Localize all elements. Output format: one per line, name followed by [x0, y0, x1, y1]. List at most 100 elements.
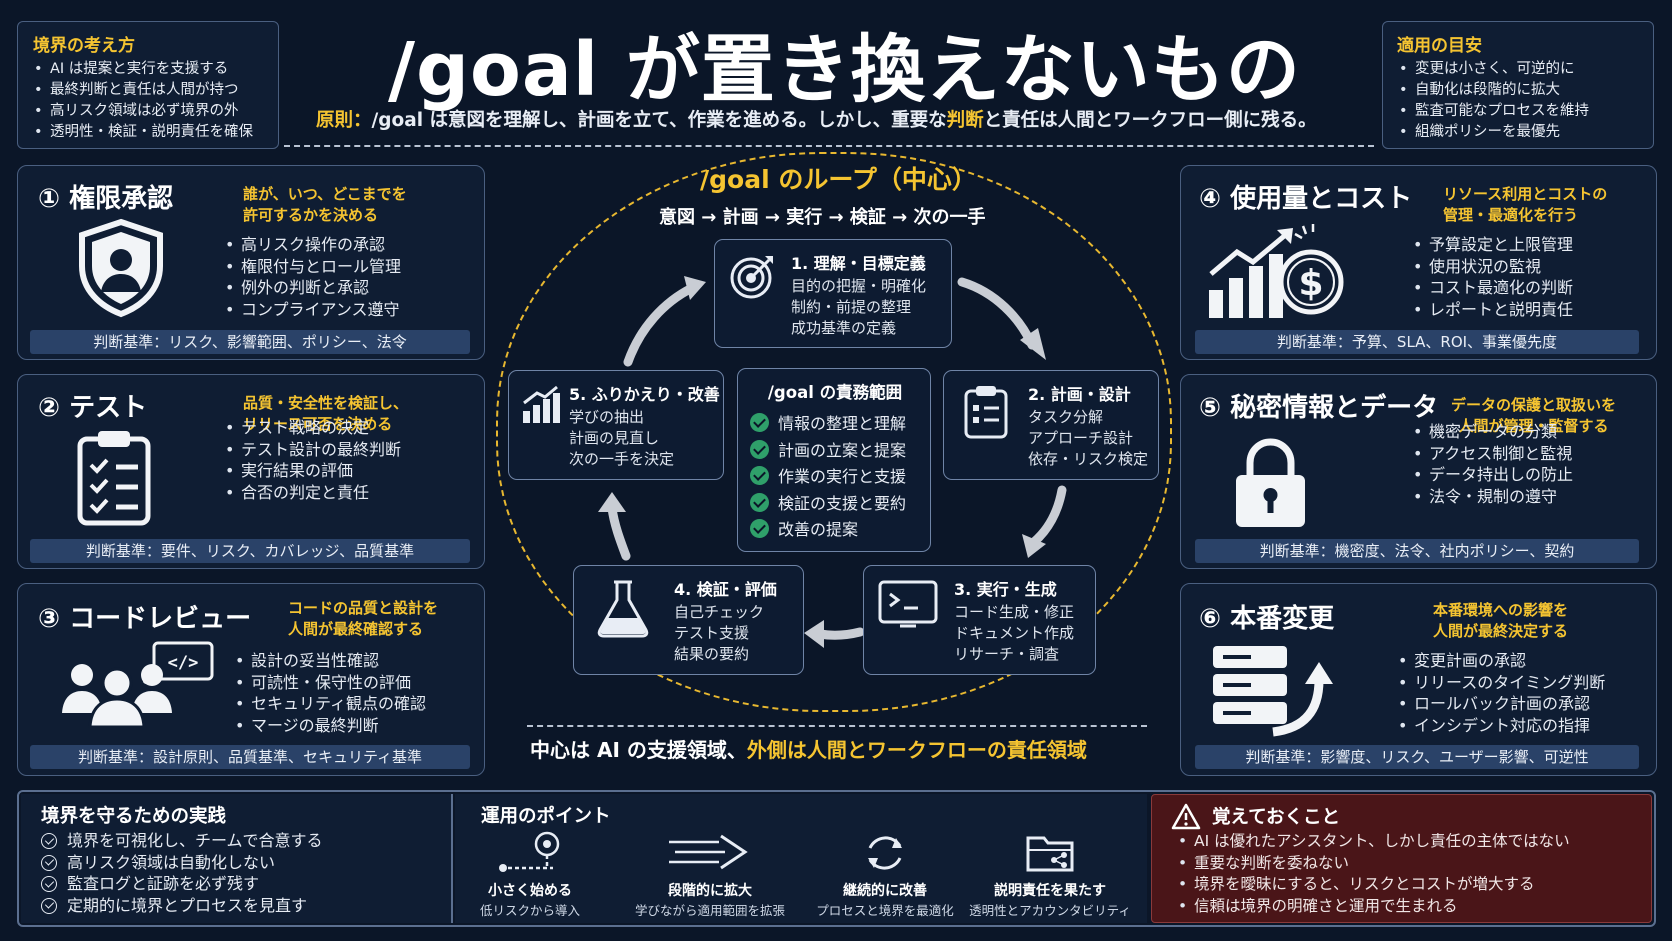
desc-line: 制約・前提の整理 — [791, 298, 912, 316]
target-icon — [729, 252, 777, 304]
point-title: 説明責任を果たす — [994, 883, 1106, 899]
card-number: ⑤ — [1199, 393, 1222, 423]
step-title: 4. 検証・評価 — [674, 580, 777, 599]
list-item: 使用状況の監視 — [1411, 256, 1573, 278]
list-item: データ持出しの防止 — [1411, 464, 1573, 486]
desc-line: 目的の把握・明確化 — [791, 277, 927, 295]
loop-step-3: 3. 実行・生成 コード生成・修正ドキュメント作成リサーチ・調査 — [863, 565, 1096, 675]
loop-step-4: 4. 検証・評価 自己チェックテスト支援結果の要約 — [573, 565, 804, 675]
arrowhead — [1020, 328, 1046, 360]
desc-line: タスク分解 — [1028, 408, 1104, 426]
svg-text:</>: </> — [168, 653, 199, 673]
arrowhead — [804, 620, 824, 648]
card-items: 設計の妥当性確認 可読性・保守性の評価 セキュリティ観点の確認 マージの最終判断 — [233, 650, 426, 736]
scope-item: 作業の実行と支援 — [750, 464, 906, 491]
applicability-panel: 適用の目安 変更は小さく、可逆的に 自動化は段階的に拡大 監査可能なプロセスを維… — [1382, 21, 1654, 149]
principle-text-pre: /goal は意図を理解し、計画を立て、作業を進める。しかし、重要な — [371, 110, 947, 131]
loop-footer-divider — [527, 725, 1147, 727]
chart-up-icon — [521, 385, 563, 429]
check-icon — [750, 466, 769, 485]
folder-share-icon — [965, 830, 1135, 880]
point-sub: 透明性とアカウンタビリティ — [969, 903, 1131, 918]
desc-line: 結果の要約 — [674, 645, 750, 663]
step-desc: 目的の把握・明確化制約・前提の整理成功基準の定義 — [791, 276, 926, 339]
card-title-text: 権限承認 — [69, 184, 174, 214]
practice-item: 高リスク領域は自動化しない — [41, 852, 323, 874]
check-circle-icon — [41, 876, 57, 892]
tagline-line: コードの品質と設計を — [288, 599, 439, 617]
card-title: ④ 使用量とコスト — [1199, 178, 1412, 215]
loop-title: /goal のループ（中心） — [700, 165, 977, 194]
step-desc: 自己チェックテスト支援結果の要約 — [674, 602, 764, 665]
practice-item-text: 境界を可視化し、チームで合意する — [67, 831, 323, 850]
tagline-line: 管理・最適化を行う — [1443, 206, 1579, 224]
point-sub: 低リスクから導入 — [479, 903, 580, 918]
check-circle-icon — [41, 897, 57, 914]
card-tagline: 誰が、いつ、どこまでを許可するかを決める — [243, 184, 407, 226]
list-item: コンプライアンス遵守 — [223, 299, 401, 321]
scope-title: /goal の責務範囲 — [767, 383, 903, 402]
desc-line: 計画の見直し — [569, 429, 660, 447]
loop-footer: 中心は AI の支援領域、外側は人間とワークフローの責任領域 — [530, 734, 1087, 763]
card-number: ③ — [38, 604, 61, 634]
card-title-text: 秘密情報とデータ — [1230, 393, 1439, 423]
operation-point: 段階的に拡大 学びながら適用範囲を拡張 — [625, 830, 795, 919]
operations-panel: 運用のポイント 小さく始める 低リスクから導入 段階的に拡大 学びながら適用範囲… — [455, 794, 1147, 923]
list-item: コスト最適化の判断 — [1411, 277, 1573, 299]
practice-item-text: 定期的に境界とプロセスを見直す — [67, 895, 308, 915]
scope-item-text: 改善の提案 — [778, 520, 859, 539]
practice-panel: 境界を守るための実践 境界を可視化し、チームで合意する 高リスク領域は自動化しな… — [21, 794, 453, 923]
list-item: 機密データの分類 — [1411, 421, 1573, 443]
desc-line: リサーチ・調査 — [954, 645, 1060, 663]
loop-step-1: 1. 理解・目標定義 目的の把握・明確化制約・前提の整理成功基準の定義 — [714, 239, 952, 348]
clipboard-checklist-icon — [74, 427, 154, 531]
card-title: ⑥ 本番変更 — [1199, 598, 1334, 635]
tagline-line: 許可するかを決める — [243, 206, 379, 224]
arrow-3-to-4 — [815, 627, 865, 640]
applicability-list: 変更は小さく、可逆的に 自動化は段階的に拡大 監査可能なプロセスを維持 組織ポリ… — [1397, 59, 1589, 143]
footer-text-yellow: 外側は人間とワークフローの責任領域 — [746, 738, 1087, 762]
list-item: 変更は小さく、可逆的に — [1397, 59, 1589, 80]
list-item: 実行結果の評価 — [223, 460, 401, 482]
card-items: 機密データの分類 アクセス制御と監視 データ持出しの防止 法令・規制の遵守 — [1411, 421, 1573, 507]
arrow-1-to-2 — [957, 277, 1037, 350]
svg-text:$: $ — [1298, 263, 1323, 304]
expand-arrow-icon — [625, 830, 795, 880]
check-icon — [750, 492, 769, 512]
tagline-line: 品質・安全性を検証し、 — [243, 394, 409, 412]
arrow-5-to-1 — [623, 283, 697, 367]
desc-line: 依存・リスク検定 — [1028, 450, 1149, 468]
tagline-line: データの保護と取扱いを — [1451, 396, 1617, 414]
card-title: ③ コードレビュー — [38, 598, 251, 635]
card-title-text: テスト — [69, 393, 148, 423]
desc-line: コード生成・修正 — [954, 603, 1075, 621]
card-items: 高リスク操作の承認 権限付与とロール管理 例外の判断と承認 コンプライアンス遵守 — [223, 234, 401, 320]
goal-scope-panel: /goal の責務範囲 情報の整理と理解 計画の立案と提案 作業の実行と支援 検… — [737, 368, 931, 552]
point-title: 小さく始める — [488, 883, 572, 899]
arrowhead — [598, 492, 626, 512]
step-desc: 学びの抽出計画の見直し次の一手を決定 — [569, 407, 674, 470]
principle-highlight: 判断 — [946, 110, 984, 131]
card-title: ② テスト — [38, 387, 147, 424]
page-title: /goal が置き換えないもの — [388, 27, 1301, 113]
card-items: テスト戦略の決定 テスト設計の最終判断 実行結果の評価 合否の判定と責任 — [223, 417, 401, 503]
card-items: 予算設定と上限管理 使用状況の監視 コスト最適化の判断 レポートと説明責任 — [1411, 234, 1573, 320]
header-divider — [284, 145, 1374, 147]
applicability-title: 適用の目安 — [1397, 36, 1482, 56]
practice-list: 境界を可視化し、チームで合意する 高リスク領域は自動化しない 監査ログと証跡を必… — [41, 830, 323, 916]
check-icon — [750, 519, 769, 538]
step-title: 5. ふりかえり・改善 — [569, 385, 720, 404]
list-item: 例外の判断と承認 — [223, 277, 401, 299]
card-tagline: 本番環境への影響を人間が最終決定する — [1433, 600, 1568, 642]
desc-line: 自己チェック — [674, 603, 765, 621]
loop-step-5: 5. ふりかえり・改善 学びの抽出計画の見直し次の一手を決定 — [508, 370, 724, 480]
operation-point: 小さく始める 低リスクから導入 — [455, 830, 605, 919]
list-item: 最終判断と責任は人間が持つ — [32, 80, 253, 101]
scope-item-text: 作業の実行と支援 — [778, 467, 907, 486]
card-tagline: コードの品質と設計を人間が最終確認する — [288, 598, 438, 640]
